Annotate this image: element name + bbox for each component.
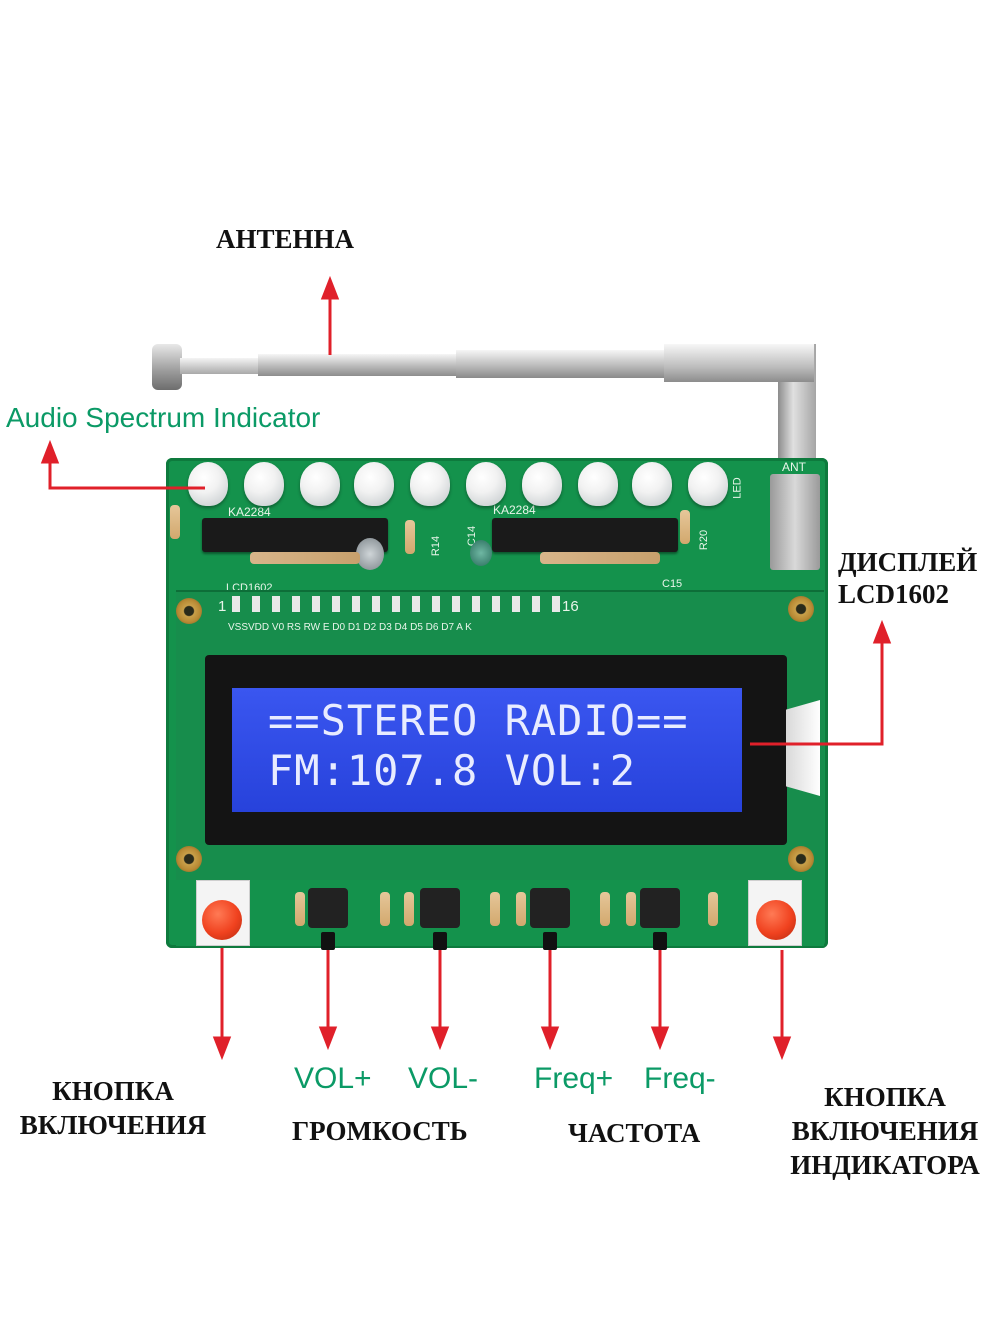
resistor (170, 505, 180, 539)
spectrum-led-9 (632, 462, 672, 506)
display-label-line1: ДИСПЛЕЙ (838, 547, 978, 577)
vol-plus-stem (321, 932, 335, 950)
spectrum-led-3 (300, 462, 340, 506)
antenna-label: АНТЕННА (216, 224, 355, 254)
pin-names-label: VSSVDD V0 RS RW E D0 D1 D2 D3 D4 D5 D6 D… (228, 622, 472, 633)
resistor (295, 892, 305, 926)
spectrum-led-8 (578, 462, 618, 506)
lcd-line-2: FM:107.8 VOL:2 (268, 746, 637, 795)
audio-spectrum-label: Audio Spectrum Indicator (6, 402, 321, 433)
freq-minus-label: Freq- (644, 1062, 716, 1095)
resistor (708, 892, 718, 926)
power-button-label: КНОПКА ВКЛЮЧЕНИЯ (8, 1074, 218, 1142)
power-button[interactable] (202, 900, 242, 940)
vol-minus-label: VOL- (408, 1062, 479, 1095)
power-label-line1: КНОПКА (52, 1076, 174, 1106)
freq-plus-label: Freq+ (534, 1062, 614, 1095)
arrow-vol-plus (318, 950, 338, 1051)
freq-minus-stem (653, 932, 667, 950)
arrow-display (750, 619, 892, 746)
frequency-label: ЧАСТОТА (568, 1118, 701, 1148)
resistor (516, 892, 526, 926)
ant-connector (770, 474, 820, 570)
component-strip (250, 552, 360, 564)
antenna-segment (180, 358, 260, 374)
backlight-tab (786, 700, 820, 796)
display-label-line2: LCD1602 (838, 579, 950, 609)
component-strip (540, 552, 660, 564)
arrow-freq-minus (650, 950, 670, 1051)
capacitor (356, 538, 384, 570)
freq-plus-button[interactable] (530, 888, 570, 928)
power-label-line2: ВКЛЮЧЕНИЯ (19, 1110, 207, 1140)
antenna-tip (152, 344, 182, 390)
arrow-power (212, 948, 232, 1061)
antenna (150, 330, 830, 474)
mount-hole (176, 846, 202, 872)
resistor (405, 520, 415, 554)
freq-plus-stem (543, 932, 557, 950)
resistor (680, 510, 690, 544)
chip-right-label: KA2284 (493, 503, 536, 517)
arrow-indicator (772, 950, 792, 1061)
chip-left-label: KA2284 (228, 505, 271, 519)
pin-last-label: 16 (562, 598, 579, 615)
indicator-label-line1: КНОПКА (824, 1082, 946, 1112)
chip-right (492, 518, 678, 552)
indicator-label-line2: ВКЛЮЧЕНИЯ (791, 1116, 979, 1146)
freq-minus-button[interactable] (640, 888, 680, 928)
resistor (380, 892, 390, 926)
spectrum-led-2 (244, 462, 284, 506)
indicator-label-line3: ИНДИКАТОРА (790, 1150, 980, 1180)
spectrum-led-6 (466, 462, 506, 506)
display-label: ДИСПЛЕЙ LCD1602 (838, 546, 977, 610)
arrow-vol-minus (430, 950, 450, 1051)
resistor (626, 892, 636, 926)
indicator-button-label: КНОПКА ВКЛЮЧЕНИЯ ИНДИКАТОРА (774, 1080, 996, 1182)
spectrum-led-4 (354, 462, 394, 506)
antenna-segment (258, 354, 458, 376)
arrow-antenna (320, 275, 340, 355)
antenna-segment (456, 350, 666, 378)
arrow-audio-spectrum (40, 439, 205, 490)
mount-hole (788, 846, 814, 872)
spectrum-led-1 (188, 462, 228, 506)
spectrum-led-5 (410, 462, 450, 506)
arrow-freq-plus (540, 950, 560, 1051)
ant-label: ANT (782, 460, 806, 474)
pin-first-label: 1 (218, 598, 227, 615)
vol-minus-button[interactable] (420, 888, 460, 928)
pin-header (232, 596, 562, 612)
resistor (600, 892, 610, 926)
volume-label: ГРОМКОСТЬ (292, 1116, 468, 1146)
vol-minus-stem (433, 932, 447, 950)
capacitor (470, 540, 492, 566)
c15-label: C15 (662, 578, 683, 590)
resistor (404, 892, 414, 926)
indicator-button[interactable] (756, 900, 796, 940)
lcd-line-1: ==STEREO RADIO== (268, 696, 689, 745)
spectrum-led-7 (522, 462, 562, 506)
vol-plus-button[interactable] (308, 888, 348, 928)
mount-hole (176, 598, 202, 624)
lcd-screen (232, 688, 742, 812)
antenna-segment (664, 344, 814, 382)
mount-hole (788, 596, 814, 622)
resistor (490, 892, 500, 926)
vol-plus-label: VOL+ (294, 1062, 372, 1095)
spectrum-led-10 (688, 462, 728, 506)
